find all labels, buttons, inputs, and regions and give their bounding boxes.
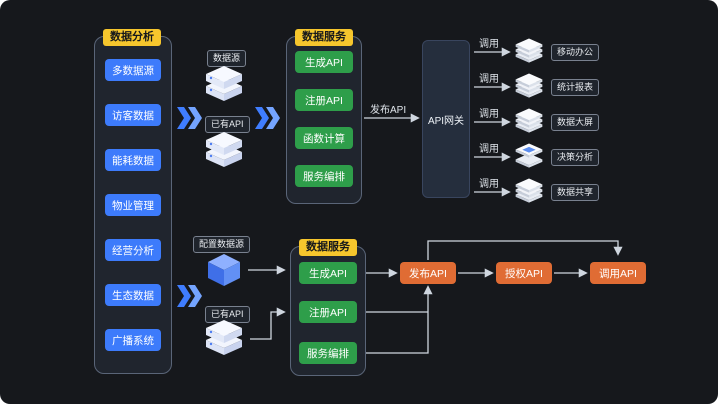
- service-node: 服务编排: [295, 165, 353, 187]
- consumer-tag: 移动办公: [551, 44, 600, 61]
- existing-api-tag: 已有API: [205, 116, 250, 133]
- data-share-icon: [515, 178, 543, 203]
- analysis-node: 多数据源: [105, 59, 161, 81]
- call-label: 调用: [479, 144, 499, 155]
- server-icon: [206, 66, 242, 101]
- api-step-node: 发布API: [400, 262, 456, 284]
- analysis-node: 访客数据: [105, 104, 161, 126]
- flow-arrow-icon: [255, 107, 280, 129]
- analysis-node: 生态数据: [105, 284, 161, 306]
- service-node: 注册API: [299, 301, 357, 323]
- api-gateway-node: API网关: [422, 40, 470, 198]
- consumer-tag: 统计报表: [551, 79, 600, 96]
- decision-analysis-icon: [515, 143, 543, 168]
- service-node: 生成API: [295, 51, 353, 73]
- service-node: 服务编排: [299, 342, 357, 364]
- existing-api-connector: [250, 307, 286, 340]
- call-label: 调用: [479, 179, 499, 190]
- publish-api-label: 发布API: [370, 105, 407, 116]
- publish-bypass-to-call-arrow: [427, 240, 623, 260]
- config-source-tag: 配置数据源: [193, 236, 251, 253]
- data-analysis-title: 数据分析: [103, 29, 161, 47]
- report-icon: [515, 73, 543, 98]
- data-service-title-top: 数据服务: [295, 29, 353, 47]
- cube-icon: [208, 254, 240, 286]
- server-icon: [206, 132, 242, 167]
- analysis-node: 经营分析: [105, 239, 161, 261]
- analysis-node: 物业管理: [105, 194, 161, 216]
- service-node: 注册API: [295, 89, 353, 111]
- api-step-node: 调用API: [590, 262, 646, 284]
- consumer-tag: 数据共享: [551, 184, 600, 201]
- flow-arrow-icon: [177, 107, 202, 129]
- analysis-node: 能耗数据: [105, 149, 161, 171]
- dashboard-icon: [515, 108, 543, 133]
- service-node: 生成API: [299, 262, 357, 284]
- call-label: 调用: [479, 74, 499, 85]
- call-label: 调用: [479, 39, 499, 50]
- server-icon: [206, 320, 242, 355]
- consumer-tag: 决策分析: [551, 149, 600, 166]
- api-step-node: 授权API: [496, 262, 552, 284]
- orchestrate-join-arrow: [366, 285, 433, 354]
- consumer-tag: 数据大屏: [551, 114, 600, 131]
- service-node: 函数计算: [295, 127, 353, 149]
- flow-arrow-icon: [177, 285, 202, 307]
- analysis-node: 广播系统: [105, 329, 161, 351]
- data-service-title-bottom: 数据服务: [299, 239, 357, 257]
- source-tag: 数据源: [207, 50, 247, 67]
- call-label: 调用: [479, 109, 499, 120]
- mobile-office-icon: [515, 38, 543, 63]
